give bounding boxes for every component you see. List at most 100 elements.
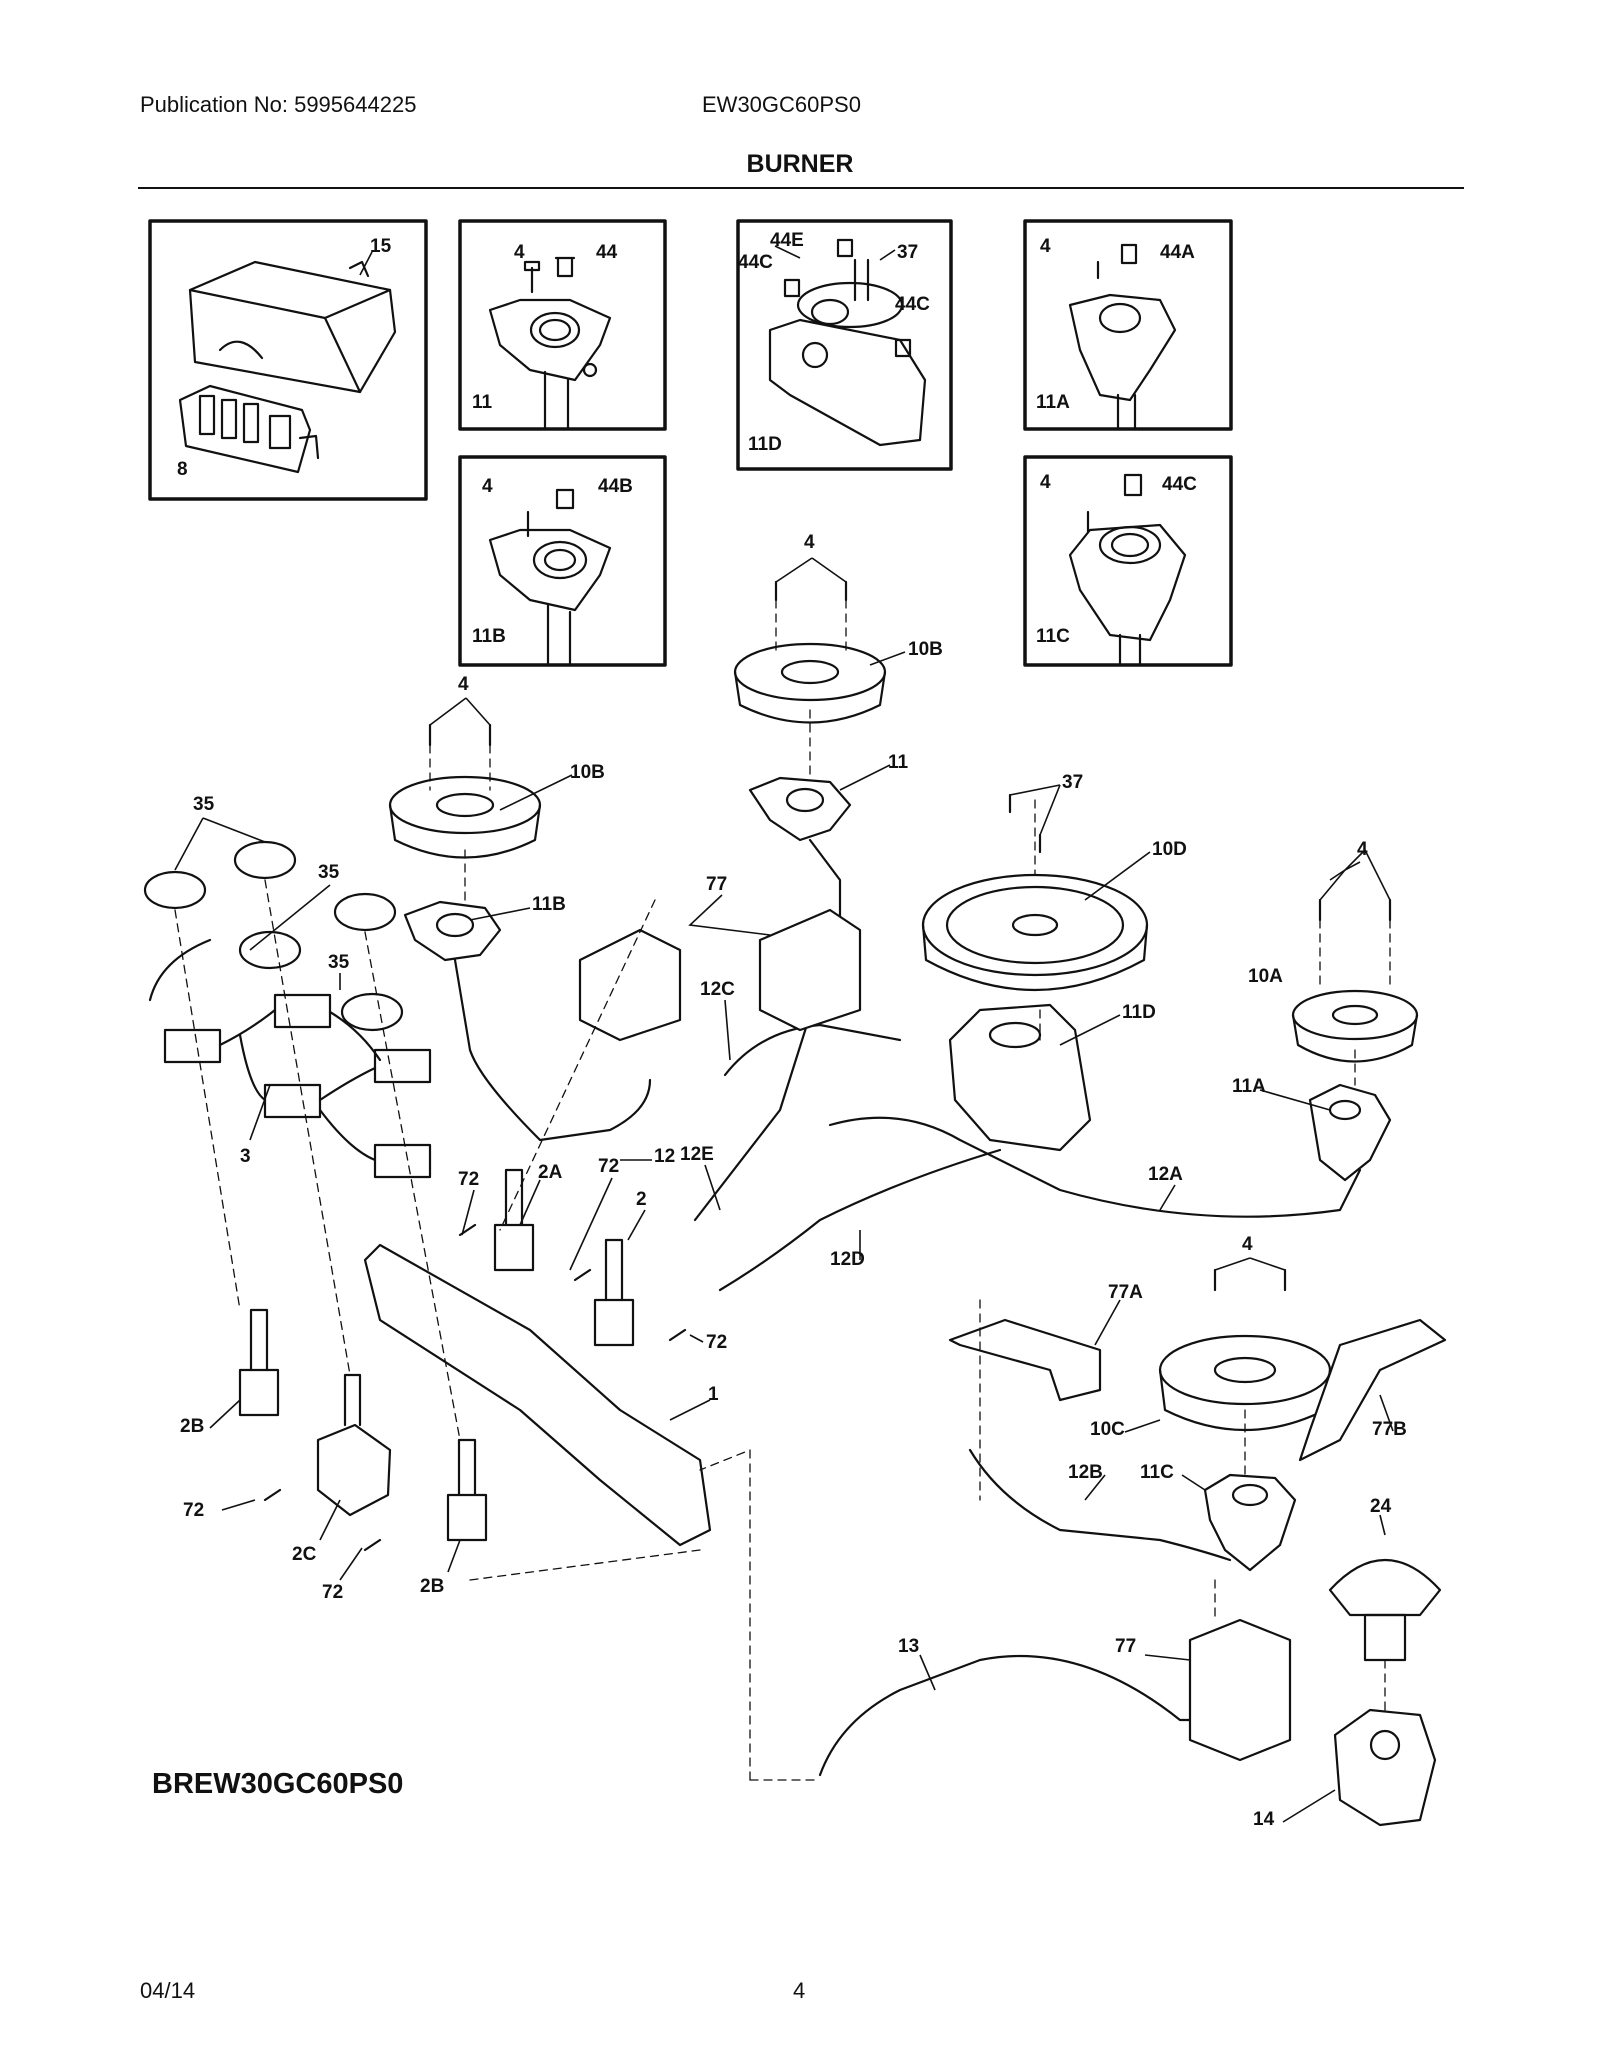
callout-14: 14 bbox=[1253, 1809, 1275, 1830]
callout-4-inset-11b: 4 bbox=[482, 476, 493, 497]
callout-12d: 12D bbox=[830, 1249, 865, 1270]
burner-base-11d-inset bbox=[768, 258, 927, 447]
callout-24: 24 bbox=[1370, 1496, 1392, 1517]
cap-35-e bbox=[340, 992, 404, 1032]
callout-11: 11 bbox=[888, 752, 909, 773]
valve-2c bbox=[316, 1373, 392, 1517]
callout-11a-inset: 11A bbox=[1036, 392, 1070, 413]
callout-10d: 10D bbox=[1152, 839, 1187, 860]
callout-4-c: 4 bbox=[1357, 839, 1368, 860]
callout-44c-inset-11d-b: 44C bbox=[895, 294, 930, 315]
callout-77-b: 77 bbox=[1115, 1636, 1136, 1657]
ignition-module-inset bbox=[148, 219, 428, 501]
callout-11a: 11A bbox=[1232, 1076, 1266, 1097]
pressure-regulator-24 bbox=[1328, 1559, 1442, 1662]
callout-35-b: 35 bbox=[318, 862, 340, 883]
page-number: 4 bbox=[793, 1978, 806, 2003]
callout-44e: 44E bbox=[770, 230, 804, 251]
bracket-77b bbox=[1298, 1318, 1447, 1462]
callout-11b: 11B bbox=[532, 894, 566, 915]
cap-35-c bbox=[238, 930, 302, 970]
callout-2c: 2C bbox=[292, 1544, 317, 1565]
bracket-77-left bbox=[578, 928, 682, 1042]
callout-8: 8 bbox=[177, 459, 188, 480]
callout-4-d: 4 bbox=[1242, 1234, 1253, 1255]
publication-date: 04/14 bbox=[140, 1978, 196, 2003]
callout-11d: 11D bbox=[1122, 1002, 1156, 1023]
tube-12b bbox=[968, 1448, 1232, 1562]
bracket-77-bottom bbox=[1188, 1618, 1292, 1762]
inset-11d bbox=[736, 219, 953, 471]
cap-35-a bbox=[143, 870, 207, 910]
callout-77-a: 77 bbox=[706, 874, 727, 895]
callout-4-inset-11: 4 bbox=[514, 242, 525, 263]
regulator-body-14 bbox=[1333, 1708, 1437, 1827]
callout-11c-inset: 11C bbox=[1036, 626, 1070, 647]
bracket-77a bbox=[948, 1318, 1102, 1402]
burner-base-11c-inset bbox=[1068, 523, 1187, 667]
tube-12a bbox=[828, 1116, 1362, 1218]
burner-base-11a bbox=[1308, 1083, 1392, 1182]
tube-12 bbox=[453, 958, 652, 1142]
callout-37-inset: 37 bbox=[897, 242, 918, 263]
spark-module-base bbox=[178, 384, 320, 474]
callout-44: 44 bbox=[596, 242, 618, 263]
callout-12c: 12C bbox=[700, 979, 735, 1000]
tube-12d bbox=[718, 1148, 1002, 1292]
brand-model-label: BREW30GC60PS0 bbox=[152, 1768, 404, 1800]
callout-10a: 10A bbox=[1248, 966, 1283, 987]
callout-72-b: 72 bbox=[598, 1156, 619, 1177]
burner-base-11 bbox=[748, 776, 852, 842]
callout-12: 12 bbox=[654, 1146, 675, 1167]
callout-3: 3 bbox=[240, 1146, 251, 1167]
burner-head-10b-top bbox=[733, 642, 887, 724]
callout-11b-inset: 11B bbox=[472, 626, 506, 647]
callout-44c-inset-11c: 44C bbox=[1162, 474, 1197, 495]
callout-10c: 10C bbox=[1090, 1419, 1125, 1440]
header-divider bbox=[138, 187, 1464, 189]
burner-base-11b-inset bbox=[488, 528, 612, 667]
burner-base-11d bbox=[948, 1003, 1092, 1152]
burner-base-11a-inset bbox=[1068, 293, 1177, 431]
callout-35-a: 35 bbox=[193, 794, 215, 815]
valve-2b-right bbox=[446, 1438, 488, 1542]
callout-37: 37 bbox=[1062, 772, 1083, 793]
callout-72-e: 72 bbox=[322, 1582, 343, 1603]
callout-12a: 12A bbox=[1148, 1164, 1183, 1185]
callout-4-inset-11c: 4 bbox=[1040, 472, 1051, 493]
callout-4-b: 4 bbox=[458, 674, 469, 695]
callout-2a: 2A bbox=[538, 1162, 563, 1183]
inset-11 bbox=[458, 219, 667, 431]
burner-base-11c bbox=[1203, 1473, 1297, 1572]
spark-module-cover bbox=[188, 260, 397, 394]
electrode-harness-3 bbox=[148, 938, 432, 1179]
callout-1: 1 bbox=[708, 1384, 719, 1405]
callout-4-a: 4 bbox=[804, 532, 815, 553]
burner-head-10b-left bbox=[388, 775, 542, 859]
screws bbox=[263, 580, 1392, 1552]
callout-11d-inset: 11D bbox=[748, 434, 782, 455]
callout-13: 13 bbox=[898, 1636, 919, 1657]
callout-labels: 15 8 4 44 11 44E 44C 37 44C 11D 4 44A 11… bbox=[177, 230, 1407, 1830]
callout-35-c: 35 bbox=[328, 952, 350, 973]
inset-11a bbox=[1023, 219, 1233, 431]
inset-11b bbox=[458, 455, 667, 667]
callout-12e: 12E bbox=[680, 1144, 714, 1165]
assembly-guide-lines bbox=[174, 599, 1391, 1781]
callout-2b-a: 2B bbox=[180, 1416, 204, 1437]
cap-35-b bbox=[233, 840, 297, 880]
valve-2 bbox=[593, 1238, 635, 1347]
callout-15: 15 bbox=[370, 236, 392, 257]
burner-head-10a bbox=[1291, 989, 1419, 1063]
callout-44a: 44A bbox=[1160, 242, 1195, 263]
callout-2b-b: 2B bbox=[420, 1576, 444, 1597]
callout-72-a: 72 bbox=[458, 1169, 479, 1190]
callout-2: 2 bbox=[636, 1189, 647, 1210]
model-number: EW30GC60PS0 bbox=[702, 92, 861, 117]
tube-12e bbox=[693, 838, 842, 1222]
inset-11c bbox=[1023, 455, 1233, 667]
callout-44c-inset-11d-a: 44C bbox=[738, 252, 773, 273]
callout-11-inset: 11 bbox=[472, 392, 493, 413]
publication-number: Publication No: 5995644225 bbox=[140, 92, 417, 117]
